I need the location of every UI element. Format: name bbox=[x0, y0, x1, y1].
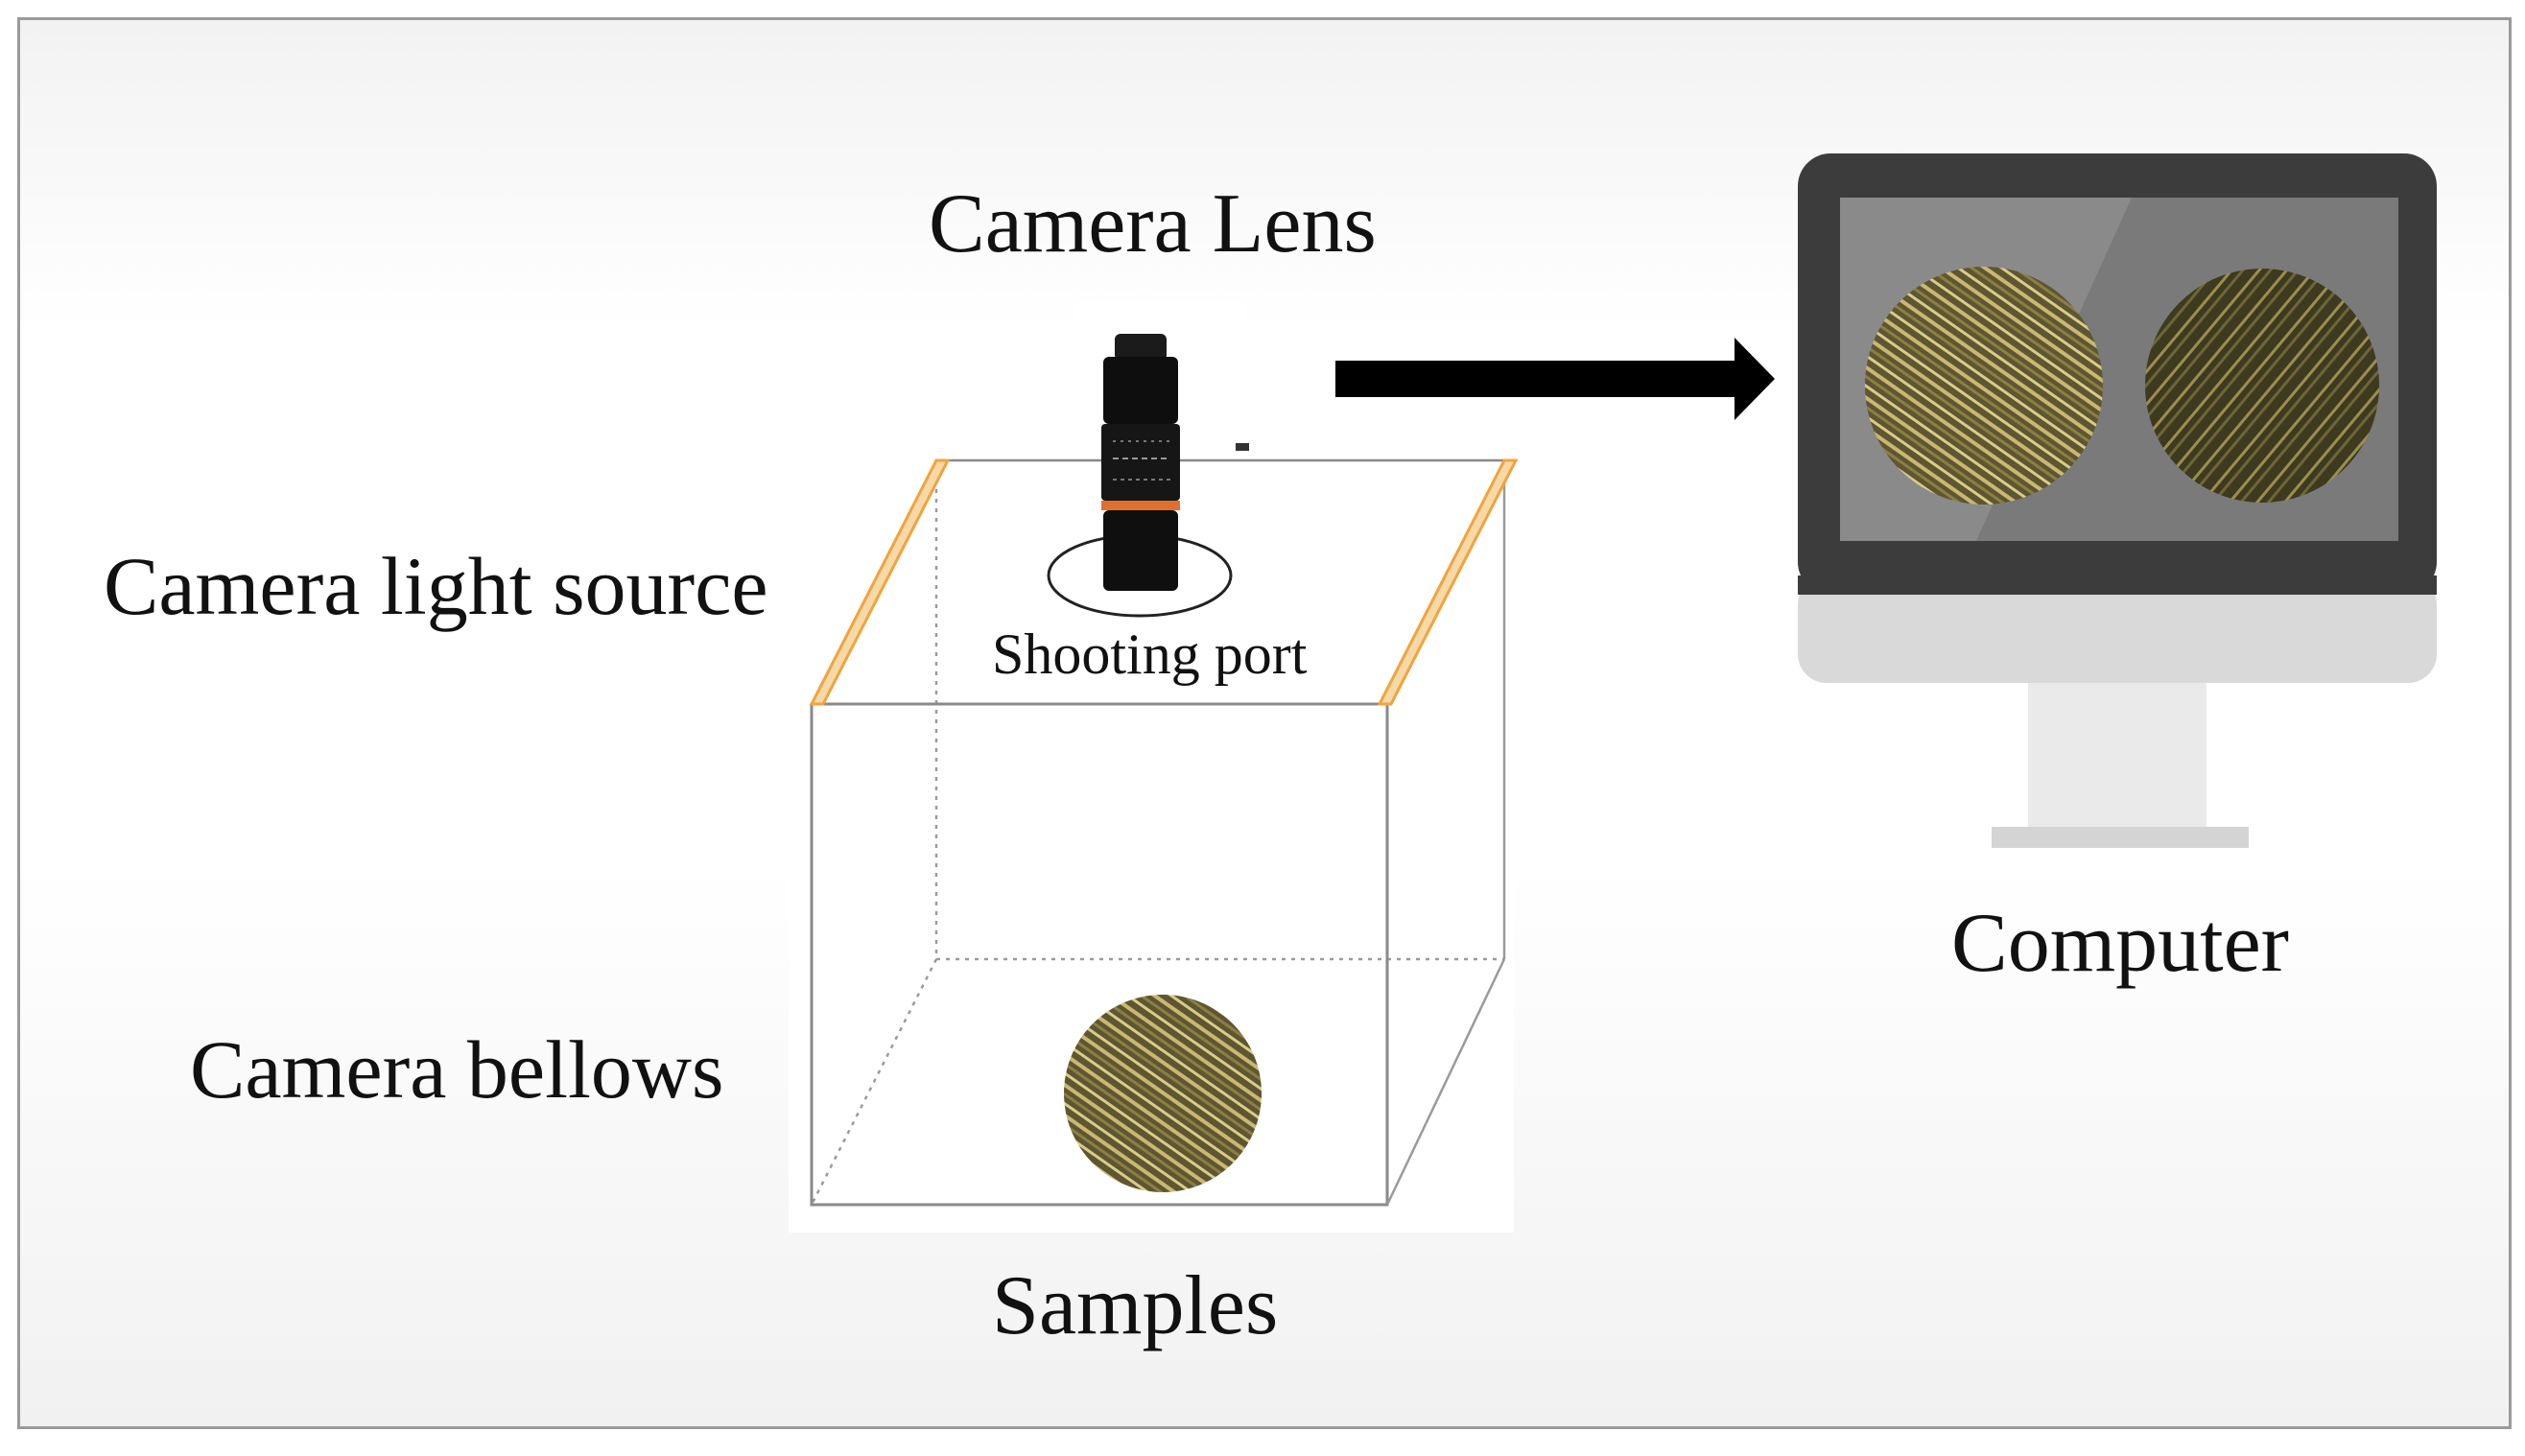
shooting-port-label: Shooting port bbox=[992, 622, 1308, 686]
right-arrow-icon bbox=[1335, 338, 1775, 420]
samples-label: Samples bbox=[992, 1259, 1279, 1352]
camera-bellows-label: Camera bellows bbox=[190, 1023, 724, 1115]
camera-lens-label: Camera Lens bbox=[929, 177, 1377, 270]
computer-label: Computer bbox=[1951, 897, 2289, 990]
camera-bellows-box bbox=[810, 458, 1506, 1207]
camera-light-source-strips bbox=[809, 458, 1519, 706]
light-source-label: Camera light source bbox=[104, 540, 768, 632]
camera-lens-icon bbox=[1101, 334, 1249, 591]
monitor-icon bbox=[1798, 153, 2437, 848]
sample-disc bbox=[1064, 995, 1262, 1192]
